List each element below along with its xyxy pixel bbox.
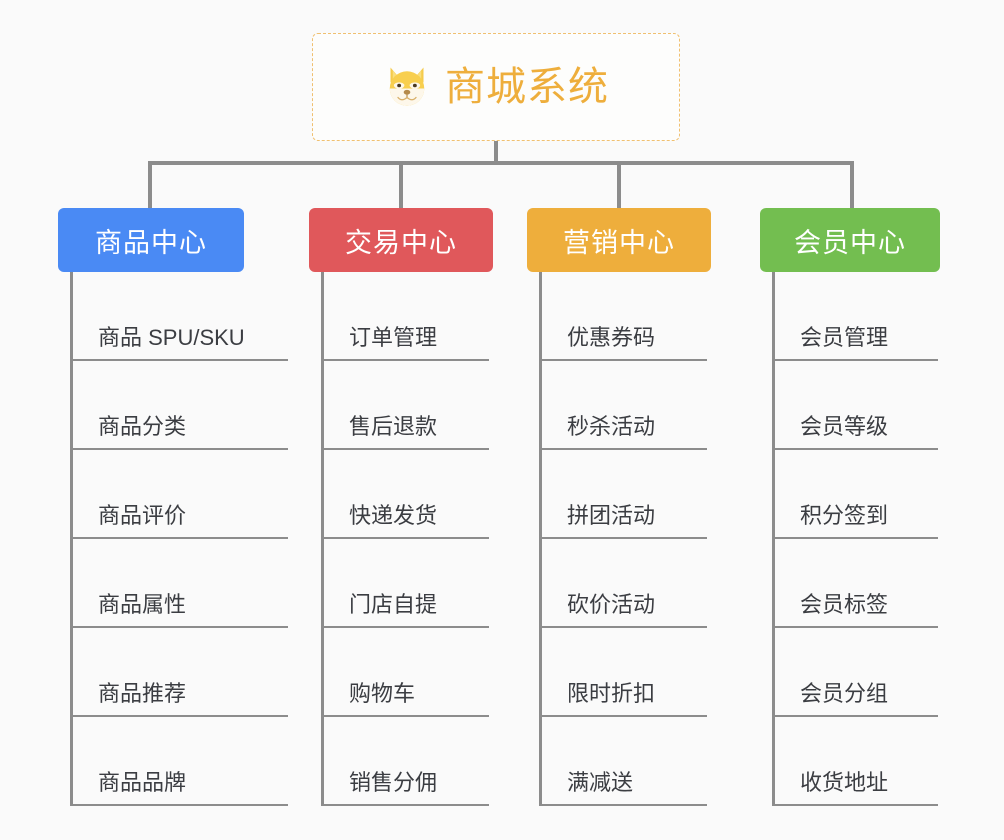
list-item[interactable]: 秒杀活动 — [539, 361, 707, 450]
child-list: 优惠券码 秒杀活动 拼团活动 砍价活动 限时折扣 满减送 — [539, 272, 767, 806]
child-list: 商品 SPU/SKU 商品分类 商品评价 商品属性 商品推荐 商品品牌 — [70, 272, 338, 806]
list-item[interactable]: 商品 SPU/SKU — [70, 272, 288, 361]
list-item[interactable]: 满减送 — [539, 717, 707, 806]
category-header-label: 营销中心 — [563, 227, 675, 258]
list-item[interactable]: 购物车 — [321, 628, 489, 717]
root-node[interactable]: 商城系统 — [312, 33, 680, 141]
child-list: 会员管理 会员等级 积分签到 会员标签 会员分组 收货地址 — [772, 272, 1000, 806]
list-item-label: 商品品牌 — [98, 770, 187, 795]
list-item-label: 会员等级 — [800, 414, 889, 439]
list-item-label: 售后退款 — [349, 414, 438, 439]
list-item[interactable]: 商品分类 — [70, 361, 288, 450]
list-item-label: 砍价活动 — [567, 592, 656, 617]
list-item-label: 商品评价 — [98, 503, 187, 528]
category-header-label: 商品中心 — [95, 227, 207, 258]
shiba-dog-face-icon — [389, 67, 425, 106]
category-column-member: 会员中心 会员管理 会员等级 积分签到 会员标签 会员分组 收货地址 — [760, 208, 1000, 806]
category-header-label: 会员中心 — [794, 227, 906, 258]
list-item-label: 订单管理 — [349, 325, 438, 350]
list-item[interactable]: 会员等级 — [772, 361, 938, 450]
list-item[interactable]: 会员管理 — [772, 272, 938, 361]
column-spine — [70, 272, 73, 806]
list-item[interactable]: 积分签到 — [772, 450, 938, 539]
list-item-label: 优惠券码 — [567, 325, 656, 350]
connector-drop-2 — [399, 161, 403, 209]
list-item-label: 商品 SPU/SKU — [98, 325, 245, 350]
list-item-label: 商品推荐 — [98, 681, 187, 706]
connector-drop-4 — [850, 161, 854, 209]
connector-drop-1 — [148, 161, 152, 209]
list-item-label: 商品分类 — [98, 414, 187, 439]
category-column-trade: 交易中心 订单管理 售后退款 快递发货 门店自提 购物车 销售分佣 — [309, 208, 549, 806]
category-header-member[interactable]: 会员中心 — [760, 208, 940, 272]
connector-bus — [148, 161, 854, 165]
list-item[interactable]: 会员分组 — [772, 628, 938, 717]
list-item[interactable]: 门店自提 — [321, 539, 489, 628]
category-header-trade[interactable]: 交易中心 — [309, 208, 493, 272]
list-item-label: 限时折扣 — [567, 681, 656, 706]
connector-trunk — [494, 141, 498, 165]
category-header-label: 交易中心 — [345, 227, 457, 258]
list-item-label: 会员标签 — [800, 592, 889, 617]
list-item[interactable]: 限时折扣 — [539, 628, 707, 717]
column-spine — [321, 272, 324, 806]
list-item[interactable]: 拼团活动 — [539, 450, 707, 539]
list-item[interactable]: 商品评价 — [70, 450, 288, 539]
list-item[interactable]: 售后退款 — [321, 361, 489, 450]
list-item[interactable]: 商品推荐 — [70, 628, 288, 717]
page-title: 商城系统 — [445, 65, 609, 109]
list-item-label: 快递发货 — [349, 503, 438, 528]
list-item-label: 门店自提 — [349, 592, 438, 617]
column-spine — [772, 272, 775, 806]
list-item-label: 积分签到 — [800, 503, 889, 528]
list-item-label: 会员管理 — [800, 325, 889, 350]
list-item-label: 销售分佣 — [349, 770, 438, 795]
list-item[interactable]: 砍价活动 — [539, 539, 707, 628]
list-item[interactable]: 收货地址 — [772, 717, 938, 806]
column-spine — [539, 272, 542, 806]
category-header-product[interactable]: 商品中心 — [58, 208, 244, 272]
list-item[interactable]: 销售分佣 — [321, 717, 489, 806]
list-item-label: 秒杀活动 — [567, 414, 656, 439]
connector-drop-3 — [617, 161, 621, 209]
list-item-label: 商品属性 — [98, 592, 187, 617]
list-item-label: 购物车 — [349, 681, 416, 706]
list-item[interactable]: 会员标签 — [772, 539, 938, 628]
list-item[interactable]: 商品属性 — [70, 539, 288, 628]
list-item-label: 收货地址 — [800, 770, 889, 795]
list-item-label: 会员分组 — [800, 681, 889, 706]
category-column-marketing: 营销中心 优惠券码 秒杀活动 拼团活动 砍价活动 限时折扣 满减送 — [527, 208, 767, 806]
list-item-label: 满减送 — [567, 770, 634, 795]
list-item[interactable]: 商品品牌 — [70, 717, 288, 806]
child-list: 订单管理 售后退款 快递发货 门店自提 购物车 销售分佣 — [321, 272, 549, 806]
list-item[interactable]: 订单管理 — [321, 272, 489, 361]
category-column-product: 商品中心 商品 SPU/SKU 商品分类 商品评价 商品属性 商品推荐 商品品牌 — [58, 208, 338, 806]
list-item-label: 拼团活动 — [567, 503, 656, 528]
list-item[interactable]: 快递发货 — [321, 450, 489, 539]
category-header-marketing[interactable]: 营销中心 — [527, 208, 711, 272]
list-item[interactable]: 优惠券码 — [539, 272, 707, 361]
